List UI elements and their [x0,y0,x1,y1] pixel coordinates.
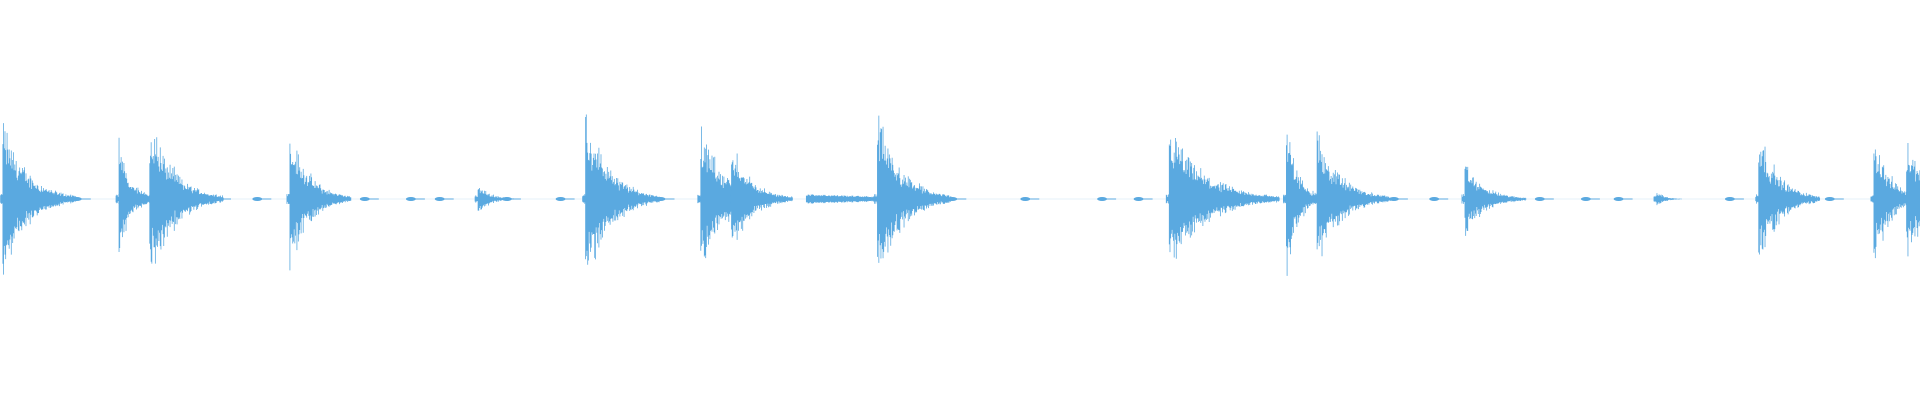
waveform-burst [582,114,660,265]
waveform-burst [0,123,77,275]
waveform-burst [1313,131,1392,257]
waveform-burst [1461,166,1527,236]
waveform-burst [1165,138,1280,259]
waveform-burst [146,137,224,264]
waveform-burst [1653,193,1682,206]
waveform-bursts [0,114,1920,276]
waveform-burst [728,153,793,240]
waveform-burst [1755,146,1821,255]
waveform-burst [1903,142,1920,257]
waveform-burst [286,143,352,271]
waveform-blips [71,197,1844,201]
waveform-burst [874,115,952,263]
waveform-smears [805,194,876,204]
waveform-smear [805,194,876,204]
